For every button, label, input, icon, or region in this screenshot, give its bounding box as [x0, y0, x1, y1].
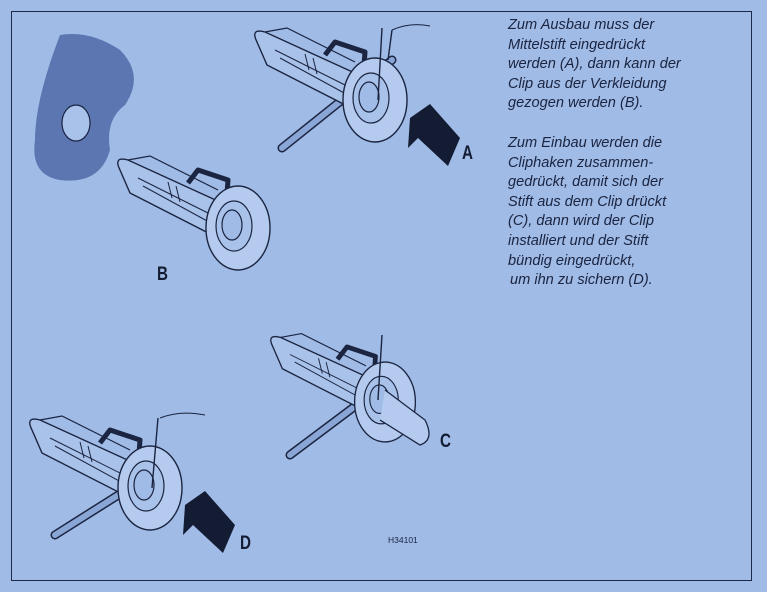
text-line: bündig eingedrückt,	[508, 252, 636, 269]
text-line: gezogen werden (B).	[508, 95, 644, 112]
text-line: Stift aus dem Clip drückt	[508, 193, 667, 210]
text-line: Zum Ausbau muss der	[508, 17, 655, 33]
figure-b	[118, 156, 270, 270]
figure-code: H34101	[388, 535, 418, 545]
text-line: Clip aus der Verkleidung	[508, 75, 667, 92]
text-line: Zum Einbau werden die	[508, 134, 663, 151]
instruction-text: Zum Ausbau muss der Mittelstift eingedrü…	[508, 16, 748, 311]
label-d: D	[240, 533, 251, 554]
label-b: B	[157, 264, 168, 285]
text-line: um ihn zu sichern (D).	[510, 272, 653, 289]
installation-paragraph: Zum Einbau werden die Cliphaken zusammen…	[508, 134, 748, 291]
text-line: Cliphaken zusammen-	[508, 154, 654, 171]
text-line: (C), dann wird der Clip	[508, 213, 654, 230]
figure-d	[30, 412, 235, 553]
text-line: werden (A), dann kann der	[508, 56, 681, 73]
label-a: A	[462, 143, 473, 164]
text-line: installiert und der Stift	[508, 232, 649, 249]
panel-trim-piece	[34, 34, 134, 181]
text-line: gedrückt, damit sich der	[508, 174, 663, 191]
text-line: Mittelstift eingedrückt	[508, 36, 646, 53]
page-border	[11, 11, 752, 581]
removal-paragraph: Zum Ausbau muss der Mittelstift eingedrü…	[508, 16, 748, 114]
label-c: C	[440, 431, 451, 452]
figure-c	[271, 334, 430, 460]
figure-a	[255, 24, 460, 166]
